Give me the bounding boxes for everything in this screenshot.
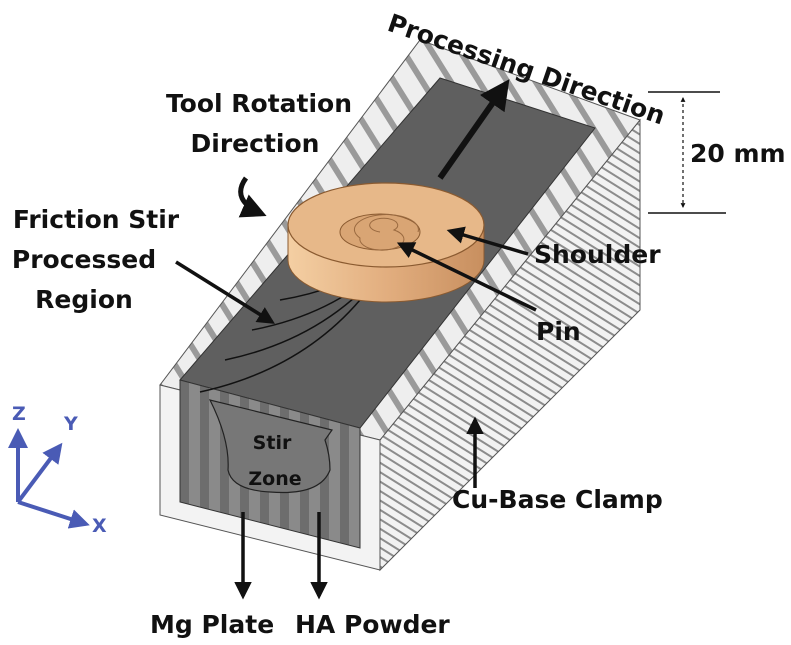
fsp-region-label-3: Region [35,285,133,314]
coordinate-axes [7,428,90,529]
tool-rotation-label-1: Tool Rotation [166,89,352,118]
pin-label: Pin [536,317,581,346]
tool-rotation-label-2: Direction [191,129,320,158]
shoulder-label: Shoulder [534,240,661,269]
dimension-label: 20 mm [690,139,786,168]
x-axis [17,500,90,529]
pin-pointer [396,242,537,312]
processing-direction-arrow [437,79,510,180]
arrows [175,79,537,600]
fsp-region-pointer [175,260,275,324]
dimension-indicator [648,91,726,214]
y-axis [16,442,63,504]
fsp-region-label-2: Processed [12,245,156,274]
cu-base-clamp-label: Cu-Base Clamp [452,485,663,514]
z-axis-label: Z [12,403,26,425]
y-axis-label: Y [63,413,78,435]
fsp-region-label-1: Friction Stir [13,205,180,234]
stir-zone-label-1: Stir [253,432,292,454]
stir-zone-shape [208,399,333,494]
stir-zone-label-2: Zone [248,468,301,490]
x-axis-label: X [92,515,107,537]
shoulder-pointer [446,226,529,256]
tool-rotation-arrow [238,176,267,218]
tool-spiral [353,214,419,251]
ha-powder-label: HA Powder [295,610,450,639]
tool [287,182,485,303]
mg-plate-label: Mg Plate [150,610,274,639]
